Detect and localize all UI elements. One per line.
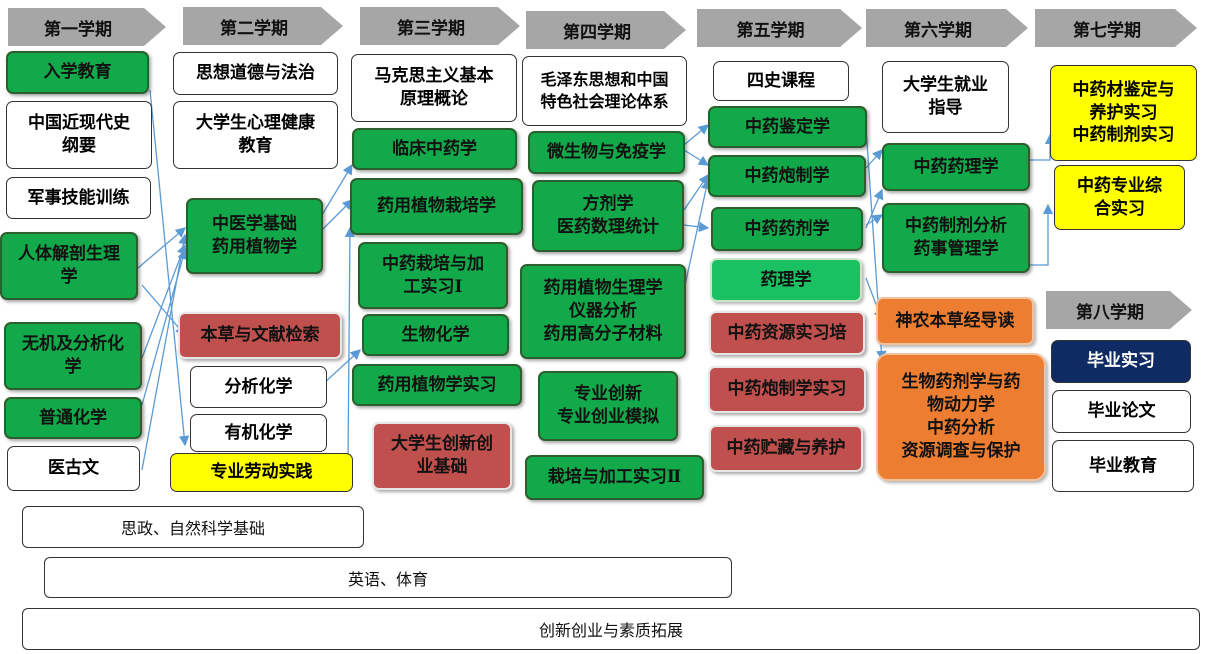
course-box: 临床中药学 [352, 128, 517, 170]
link [865, 188, 884, 229]
course-box: 中药药理学 [882, 143, 1030, 191]
link [137, 227, 186, 269]
course-box: 毕业实习 [1051, 340, 1191, 383]
link [865, 149, 883, 169]
semester-3-header: 第三学期 [360, 7, 520, 45]
course-box: 中药专业综 合实习 [1054, 165, 1185, 230]
course-box: 大学生创新创 业基础 [372, 422, 512, 490]
course-box: 四史课程 [713, 61, 849, 101]
course-box: 中药炮制学 [708, 155, 866, 197]
course-box: 医古文 [7, 446, 140, 491]
course-box: 分析化学 [190, 366, 327, 408]
course-box: 大学生就业 指导 [882, 61, 1009, 133]
course-box: 专业创新 专业创业模拟 [538, 371, 678, 441]
foundation-band: 思政、自然科学基础 [22, 506, 364, 548]
link [683, 124, 709, 146]
link [1030, 133, 1056, 161]
course-box: 无机及分析化 学 [4, 322, 142, 390]
course-box: 中药资源实习培 [709, 311, 865, 355]
course-box: 本草与文献检索 [178, 312, 342, 359]
link [344, 226, 356, 461]
semester-2-header: 第二学期 [183, 7, 343, 45]
course-box: 中药材鉴定与 养护实习 中药制剂实习 [1050, 65, 1197, 161]
course-box: 人体解剖生理 学 [0, 232, 138, 300]
course-box: 毕业教育 [1052, 440, 1194, 492]
semester-5-header: 第五学期 [697, 9, 862, 47]
innovation-band: 创新创业与素质拓展 [22, 608, 1200, 650]
course-box: 入学教育 [6, 51, 149, 94]
course-box: 思想道德与法治 [173, 52, 338, 95]
link [683, 221, 710, 233]
course-box: 微生物与免疫学 [528, 131, 685, 174]
semester-4-header: 第四学期 [526, 11, 686, 49]
semester-7-header: 第七学期 [1035, 9, 1197, 47]
link [865, 214, 884, 226]
course-box: 方剂学 医药数理统计 [532, 180, 684, 252]
course-box: 普通化学 [4, 397, 142, 439]
course-box: 中药炮制学实习 [708, 366, 866, 413]
course-box: 中药栽培与加 工实习Ⅰ [358, 242, 508, 309]
link [321, 163, 353, 216]
course-box: 中药鉴定学 [708, 106, 867, 148]
link [1030, 203, 1054, 266]
link [321, 199, 353, 231]
course-box: 马克思主义基本 原理概论 [351, 54, 517, 122]
link [683, 178, 712, 291]
course-box: 有机化学 [190, 414, 327, 452]
course-box: 生物药剂学与药 物动力学 中药分析 资源调查与保护 [876, 353, 1046, 481]
course-box: 军事技能训练 [6, 177, 151, 219]
semester-1-header: 第一学期 [8, 8, 166, 46]
semester-6-header: 第六学期 [866, 9, 1028, 47]
course-box: 药用植物生理学 仪器分析 药用高分子材料 [520, 264, 686, 359]
link [683, 173, 709, 211]
language-pe-band: 英语、体育 [44, 557, 732, 598]
course-box: 栽培与加工实习Ⅱ [525, 455, 704, 500]
course-box: 生物化学 [362, 314, 509, 356]
course-box: 药理学 [710, 258, 862, 302]
course-box: 中药药剂学 [711, 207, 863, 251]
course-box: 药用植物栽培学 [350, 178, 523, 235]
course-box: 药用植物学实习 [352, 364, 522, 406]
course-box: 毛泽东思想和中国 特色社会理论体系 [522, 56, 687, 126]
semester-8-header: 第八学期 [1046, 291, 1192, 329]
course-box: 中医学基础 药用植物学 [186, 198, 323, 274]
course-box: 毕业论文 [1052, 390, 1191, 433]
link [683, 149, 710, 166]
course-box: 中药贮藏与养护 [709, 425, 863, 472]
course-box: 中国近现代史 纲要 [6, 101, 152, 169]
course-box: 神农本草经导读 [876, 297, 1034, 345]
course-box: 专业劳动实践 [170, 453, 353, 492]
course-box: 大学生心理健康 教育 [173, 101, 338, 169]
course-box: 中药制剂分析 药事管理学 [882, 203, 1030, 273]
